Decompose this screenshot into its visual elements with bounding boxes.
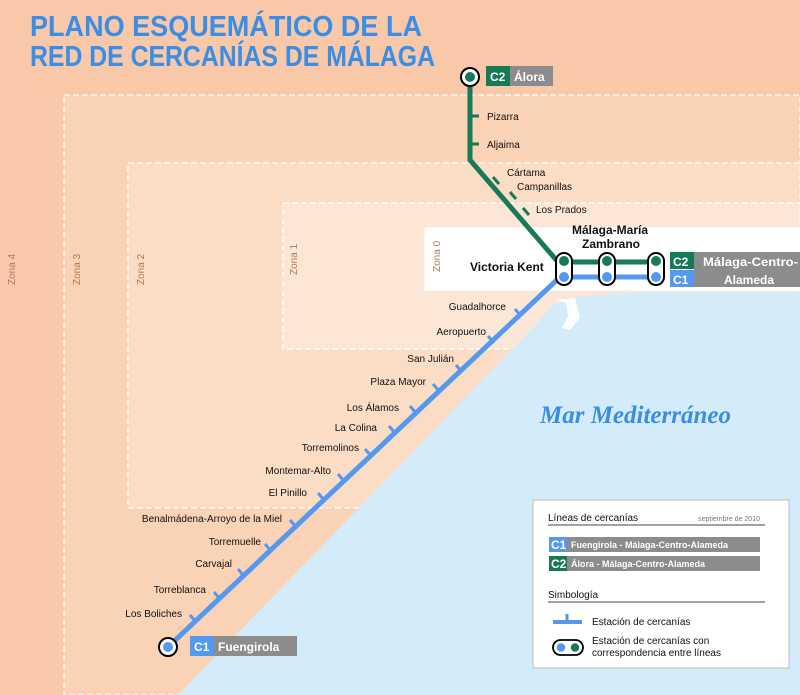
zone-4-label: Zona 4 bbox=[7, 253, 18, 285]
label-victoria-kent[interactable]: Victoria Kent bbox=[470, 260, 544, 274]
station-guadalhorce[interactable]: Guadalhorce bbox=[449, 302, 507, 313]
centro-name-line-1: Málaga-Centro- bbox=[703, 255, 798, 269]
station-los-alamos[interactable]: Los Álamos bbox=[347, 401, 399, 414]
station-benalmadena[interactable]: Benalmádena-Arroyo de la Miel bbox=[142, 514, 282, 525]
legend-station-label: Estación de cercanías bbox=[592, 617, 690, 628]
station-aeropuerto[interactable]: Aeropuerto bbox=[437, 327, 487, 338]
station-campanillas[interactable]: Campanillas bbox=[517, 182, 572, 193]
station-plaza-mayor[interactable]: Plaza Mayor bbox=[370, 377, 426, 388]
station-torreblanca[interactable]: Torreblanca bbox=[154, 585, 207, 596]
interchange-maria-zambrano[interactable] bbox=[598, 252, 616, 286]
map-title-line-2: RED DE CERCANÍAS DE MÁLAGA bbox=[30, 39, 435, 73]
fuengirola-name: Fuengirola bbox=[218, 640, 280, 654]
legend-date: septiembre de 2010 bbox=[698, 516, 760, 523]
legend-interchange-symbol bbox=[552, 639, 584, 656]
zone-0-label: Zona 0 bbox=[432, 240, 443, 272]
c1-station-ticks bbox=[188, 308, 523, 623]
legend-interchange-label-2: correspondencia entre líneas bbox=[592, 648, 721, 659]
legend-interchange-label-1: Estación de cercanías con bbox=[592, 636, 709, 647]
c2-station-ticks bbox=[470, 114, 531, 216]
station-la-colina[interactable]: La Colina bbox=[335, 423, 378, 434]
station-los-prados[interactable]: Los Prados bbox=[536, 205, 587, 216]
legend-lines-heading: Líneas de cercanías bbox=[548, 513, 638, 524]
alora-line-code: C2 bbox=[490, 70, 506, 84]
legend-station-symbol bbox=[553, 614, 582, 624]
centro-c1-code: C1 bbox=[673, 273, 689, 287]
station-torremolinos[interactable]: Torremolinos bbox=[302, 443, 359, 454]
zone-2-label: Zona 2 bbox=[136, 253, 147, 285]
centro-c2-code: C2 bbox=[673, 255, 689, 269]
sea-label: Mar Mediterráneo bbox=[539, 402, 731, 429]
terminus-centro-alameda[interactable]: C2 C1 Málaga-Centro- Alameda bbox=[670, 252, 800, 287]
fuengirola-line-code: C1 bbox=[194, 640, 210, 654]
interchange-victoria-kent[interactable] bbox=[555, 252, 573, 286]
legend-c1-code: C1 bbox=[551, 538, 567, 552]
legend-c2-name: Álora - Málaga-Centro-Alameda bbox=[571, 559, 706, 569]
terminus-alora[interactable]: C2 Álora bbox=[460, 66, 553, 87]
legend-item-c2: C2 Álora - Málaga-Centro-Alameda bbox=[549, 556, 760, 571]
map-title-line-1: PLANO ESQUEMÁTICO DE LA bbox=[30, 9, 422, 43]
legend: Líneas de cercanías septiembre de 2010 C… bbox=[532, 499, 790, 669]
zone-1-label: Zona 1 bbox=[289, 243, 300, 275]
station-cartama[interactable]: Cártama bbox=[507, 168, 546, 179]
station-torremuelle[interactable]: Torremuelle bbox=[209, 537, 262, 548]
centro-name-line-2: Alameda bbox=[724, 273, 774, 287]
legend-symbols-heading: Simbología bbox=[548, 590, 598, 601]
station-aljaima[interactable]: Aljaima bbox=[487, 140, 520, 151]
terminus-fuengirola[interactable]: C1 Fuengirola bbox=[158, 636, 297, 657]
station-montemar-alto[interactable]: Montemar-Alto bbox=[265, 466, 331, 477]
station-los-boliches[interactable]: Los Boliches bbox=[125, 609, 182, 620]
station-el-pinillo[interactable]: El Pinillo bbox=[269, 488, 308, 499]
legend-c2-code: C2 bbox=[551, 557, 567, 571]
zone-3-label: Zona 3 bbox=[72, 253, 83, 285]
legend-c1-name: Fuengirola - Málaga-Centro-Alameda bbox=[571, 540, 729, 550]
label-maria-zambrano-2[interactable]: Zambrano bbox=[582, 237, 640, 251]
alora-name: Álora bbox=[514, 69, 545, 84]
station-pizarra[interactable]: Pizarra bbox=[487, 112, 519, 123]
label-maria-zambrano-1[interactable]: Málaga-María bbox=[572, 223, 648, 237]
legend-item-c1: C1 Fuengirola - Málaga-Centro-Alameda bbox=[549, 537, 760, 552]
interchange-centro-alameda[interactable] bbox=[647, 252, 665, 286]
port-pier bbox=[555, 298, 580, 330]
station-carvajal[interactable]: Carvajal bbox=[195, 559, 232, 570]
station-san-julian[interactable]: San Julián bbox=[407, 354, 454, 365]
